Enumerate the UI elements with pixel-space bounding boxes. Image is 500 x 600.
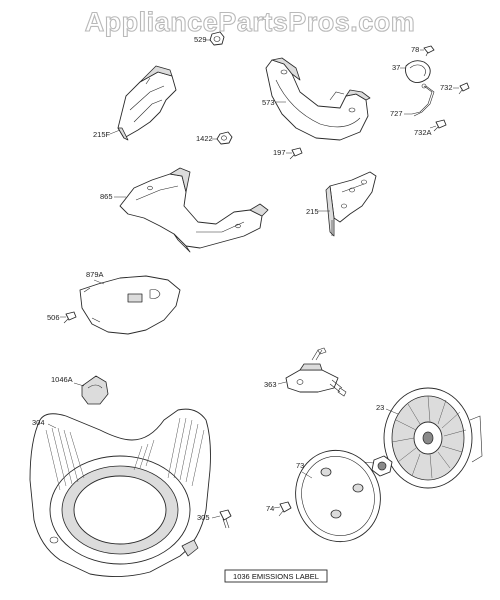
leader-305	[211, 515, 221, 519]
part-78-drawing[interactable]	[423, 45, 435, 57]
emissions-label-text: 1036 EMISSIONS LABEL	[233, 572, 319, 581]
part-727-drawing[interactable]	[411, 83, 435, 117]
part-732A-drawing[interactable]	[433, 119, 447, 132]
part-label-727[interactable]: 727	[390, 109, 403, 118]
part-label-304[interactable]: 304	[32, 418, 45, 427]
part-label-506[interactable]: 506	[47, 313, 60, 322]
part-304-drawing[interactable]	[29, 408, 211, 577]
part-1422-drawing[interactable]	[216, 131, 233, 145]
part-label-215F[interactable]: 215F	[93, 130, 111, 139]
part-label-74[interactable]: 74	[266, 504, 274, 513]
part-865-drawing[interactable]	[119, 167, 269, 253]
part-305-drawing[interactable]	[219, 509, 232, 529]
part-74-drawing[interactable]	[278, 501, 292, 517]
part-363-drawing[interactable]	[285, 347, 347, 397]
part-label-732A[interactable]: 732A	[414, 128, 432, 137]
leader-74	[273, 506, 281, 509]
part-label-305[interactable]: 305	[197, 513, 210, 522]
leader-23	[385, 408, 399, 415]
part-label-363[interactable]: 363	[264, 380, 277, 389]
emissions-label-box[interactable]	[224, 569, 328, 583]
part-879A-drawing[interactable]	[79, 275, 181, 335]
part-label-73[interactable]: 73	[296, 461, 304, 470]
leader-732A	[429, 125, 437, 129]
part-label-573[interactable]: 573	[262, 98, 275, 107]
leader-73	[301, 471, 313, 479]
part-573-drawing[interactable]	[265, 57, 371, 141]
part-label-37[interactable]: 37	[392, 63, 400, 72]
leader-304	[47, 423, 57, 429]
part-215F-drawing[interactable]	[117, 65, 177, 141]
part-label-23[interactable]: 23	[376, 403, 384, 412]
part-label-879A[interactable]: 879A	[86, 270, 104, 279]
part-506-drawing[interactable]	[63, 311, 77, 324]
part-73-drawing[interactable]	[284, 439, 392, 552]
leader-1046A	[73, 382, 85, 387]
part-1046A-drawing[interactable]	[81, 375, 109, 405]
part-label-732[interactable]: 732	[440, 83, 453, 92]
part-label-865[interactable]: 865	[100, 192, 113, 201]
part-732-drawing[interactable]	[458, 82, 470, 95]
watermark-logo: AppliancePartsPros.com	[85, 7, 416, 37]
part-37-drawing[interactable]	[405, 60, 431, 83]
leader-215F	[109, 129, 121, 135]
leader-363	[277, 381, 287, 385]
part-label-529[interactable]: 529	[194, 35, 207, 44]
part-label-197[interactable]: 197	[273, 148, 286, 157]
part-label-1422[interactable]: 1422	[196, 134, 213, 143]
part-23-drawing[interactable]	[383, 387, 483, 489]
part-529-drawing[interactable]	[209, 31, 225, 46]
leader-879A	[93, 279, 105, 285]
part-215-drawing[interactable]	[325, 171, 377, 237]
part-label-78[interactable]: 78	[411, 45, 419, 54]
part-label-215[interactable]: 215	[306, 207, 319, 216]
part-label-1046A[interactable]: 1046A	[51, 375, 73, 384]
part-197-drawing[interactable]	[289, 147, 303, 160]
